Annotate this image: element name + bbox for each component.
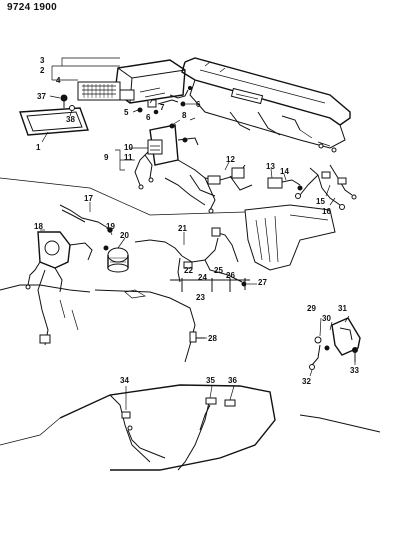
- callout-7: 7: [160, 103, 165, 112]
- callout-31: 31: [338, 304, 347, 313]
- harness-12: [164, 159, 253, 214]
- callout-38: 38: [66, 115, 75, 124]
- callout-15: 15: [316, 197, 325, 206]
- callout-20: 20: [120, 231, 129, 240]
- callout-27: 27: [258, 278, 267, 287]
- wiper-motor-18: [25, 231, 109, 346]
- callout-18: 18: [34, 222, 43, 231]
- callout-33: 33: [350, 366, 359, 375]
- callout-6: 6: [196, 100, 201, 109]
- callout-34: 34: [120, 376, 129, 385]
- callout-32: 32: [302, 377, 311, 386]
- diagram-number: 9724 1900: [7, 2, 57, 13]
- callout-16: 16: [322, 207, 331, 216]
- callout-9: 9: [104, 153, 109, 162]
- callout-22: 22: [184, 266, 193, 275]
- callout-36: 36: [228, 376, 237, 385]
- connector-parts: [137, 85, 193, 115]
- callout-13: 13: [266, 162, 275, 171]
- callout-1: 1: [36, 143, 41, 152]
- hood-outline: [0, 284, 196, 363]
- callout-5: 5: [124, 108, 129, 117]
- pump-20: [107, 247, 129, 273]
- callout-28: 28: [208, 334, 217, 343]
- latch-bracket: [309, 317, 361, 370]
- callout-12: 12: [226, 155, 235, 164]
- switch-13-14: [267, 177, 303, 191]
- harness-17: [59, 204, 113, 233]
- callout-3: 3: [40, 56, 45, 65]
- callout-8: 8: [182, 111, 187, 120]
- screw-37: [60, 94, 68, 108]
- callout-30: 30: [322, 314, 331, 323]
- callout-leaders: [40, 57, 356, 410]
- harness-right: [295, 164, 357, 210]
- callout-labels: 3 2 4 37 38 1 5 7 6 6 8 10 9 11 12 13 14…: [34, 56, 359, 386]
- firewall-panel: [244, 204, 336, 271]
- callout-4: 4: [56, 76, 61, 85]
- callout-25: 25: [214, 266, 223, 275]
- callout-11: 11: [124, 153, 133, 162]
- callout-26: 26: [226, 271, 235, 280]
- callout-10: 10: [124, 143, 133, 152]
- callout-24: 24: [198, 273, 207, 282]
- callout-21: 21: [178, 224, 187, 233]
- callout-35: 35: [206, 376, 215, 385]
- callout-2: 2: [40, 66, 45, 75]
- callout-29: 29: [307, 304, 316, 313]
- callout-6b: 6: [146, 113, 151, 122]
- rear-deck: [0, 384, 381, 471]
- callout-19: 19: [106, 222, 115, 231]
- control-unit: [77, 59, 186, 104]
- instrument-panel: [181, 57, 351, 153]
- callout-14: 14: [280, 167, 289, 176]
- view-separators: [0, 177, 246, 216]
- bezel-frame: [19, 107, 89, 136]
- callout-37: 37: [37, 92, 46, 101]
- connector-28: [189, 331, 205, 343]
- callout-23: 23: [196, 293, 205, 302]
- callout-17: 17: [84, 194, 93, 203]
- screw-38: [69, 105, 75, 111]
- harness-21-27: [134, 227, 250, 292]
